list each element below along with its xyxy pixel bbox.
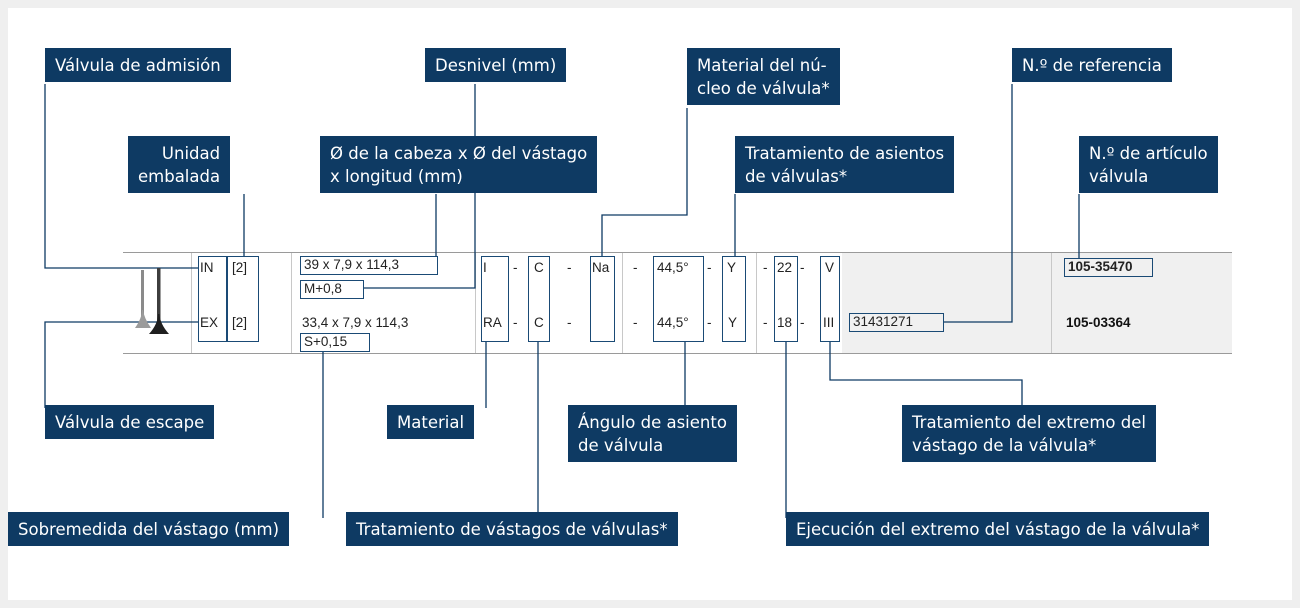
- qty-box: [227, 256, 259, 342]
- row-in-end-design: 22: [777, 260, 793, 275]
- core-box: [590, 256, 615, 342]
- separator: -: [513, 315, 518, 330]
- row-ex-dims: 33,4 x 7,9 x 114,3: [302, 315, 409, 330]
- row-ex-stem-treatment: C: [534, 315, 544, 330]
- row-in-article: 105-35470: [1064, 258, 1153, 277]
- separator: -: [567, 315, 572, 330]
- label-reference-no: N.º de referencia: [1012, 48, 1172, 82]
- row-ex-article: 105-03364: [1066, 315, 1131, 330]
- stem-treatment-box: [528, 256, 550, 342]
- leader-reference: [943, 84, 1013, 323]
- row-in-type: IN: [200, 260, 214, 275]
- label-stem-treatment: Tratamiento de vástagos de válvulas*: [346, 512, 678, 546]
- row-ex-offset: S+0,15: [300, 333, 370, 352]
- separator: -: [800, 260, 805, 275]
- row-in-end-treatment: V: [825, 260, 835, 275]
- type-box: [198, 256, 227, 342]
- separator: -: [567, 260, 572, 275]
- separator: -: [707, 260, 712, 275]
- table-col-separator: [475, 253, 476, 353]
- end-treatment-box: [820, 256, 840, 342]
- row-ex-end-design: 18: [777, 315, 793, 330]
- label-intake-valve: Válvula de admisión: [45, 48, 231, 82]
- label-material: Material: [387, 405, 475, 439]
- table-col-separator: [191, 253, 192, 353]
- leader-core: [601, 108, 688, 256]
- row-ex-material: RA: [483, 315, 502, 330]
- row-in-dims: 39 x 7,9 x 114,3: [300, 256, 438, 275]
- table-col-separator: [291, 253, 292, 353]
- row-ex-end-treatment: III: [823, 315, 835, 330]
- row-ex-angle: 44,5°: [657, 315, 689, 330]
- table-col-separator: [1051, 253, 1052, 353]
- row-in-material: I: [483, 260, 487, 275]
- table-top-rule: [123, 252, 1232, 253]
- label-core-material: Material del nú-cleo de válvula*: [687, 48, 840, 105]
- separator: -: [633, 260, 638, 275]
- label-stem-oversize: Sobremedida del vástago (mm): [8, 512, 290, 546]
- table-col-separator: [622, 253, 623, 353]
- separator: -: [707, 315, 712, 330]
- label-exhaust-valve: Válvula de escape: [45, 405, 215, 439]
- table-bottom-rule: [123, 353, 1232, 354]
- leader-stem-end-treatment: [829, 341, 1023, 408]
- valve-icon: [135, 268, 169, 334]
- seat-angle-box: [653, 256, 704, 342]
- label-offset: Desnivel (mm): [425, 48, 567, 82]
- separator: -: [513, 260, 518, 275]
- table-col-separator: [756, 253, 757, 353]
- seat-treatment-box: [722, 256, 746, 342]
- row-in-offset: M+0,8: [300, 280, 364, 299]
- row-ex-type: EX: [200, 315, 219, 330]
- material-box: [481, 256, 509, 342]
- separator: -: [633, 315, 638, 330]
- separator: -: [763, 260, 768, 275]
- row-in-seat-treatment: Y: [727, 260, 737, 275]
- row-in-qty: [2]: [232, 260, 248, 275]
- row-in-stem-treatment: C: [534, 260, 544, 275]
- label-stem-end-design: Ejecución del extremo del vástago de la …: [786, 512, 1210, 546]
- table-grey-area: [842, 253, 1232, 353]
- row-ex-qty: [2]: [232, 315, 248, 330]
- leader-intake: [44, 84, 198, 269]
- leader-exhaust: [44, 321, 198, 408]
- row-ex-reference: 31431271: [849, 313, 944, 332]
- row-in-core: Na: [592, 260, 610, 275]
- separator: -: [763, 315, 768, 330]
- row-in-angle: 44,5°: [657, 260, 689, 275]
- row-ex-seat-treatment: Y: [728, 315, 738, 330]
- end-design-box: [774, 256, 798, 342]
- separator: -: [800, 315, 805, 330]
